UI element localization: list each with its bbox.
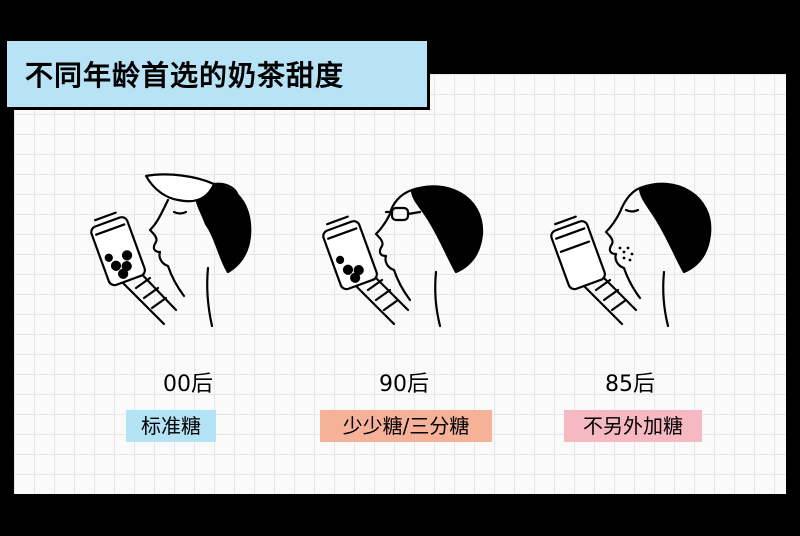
cap-icon [144, 173, 216, 203]
age-label-00: 00后 [163, 372, 213, 397]
age-label-90: 90后 [379, 372, 429, 397]
drinker-00-figure [90, 173, 252, 328]
drinker-85-figure [550, 182, 712, 328]
page-title: 不同年龄首选的奶茶甜度 [25, 59, 345, 92]
stubble-icon [618, 246, 634, 262]
drinker-90-figure [322, 185, 484, 328]
glasses-icon [384, 206, 422, 222]
title-banner: 不同年龄首选的奶茶甜度 [4, 38, 430, 110]
cup-icon [90, 216, 146, 287]
cup-icon [550, 220, 606, 291]
preference-badge-90: 少少糖/三分糖 [320, 410, 492, 442]
preference-badge-00: 标准糖 [126, 410, 216, 442]
preference-badge-85: 不另外加糖 [564, 410, 702, 442]
age-label-85: 85后 [605, 372, 655, 397]
cup-icon [322, 220, 378, 291]
